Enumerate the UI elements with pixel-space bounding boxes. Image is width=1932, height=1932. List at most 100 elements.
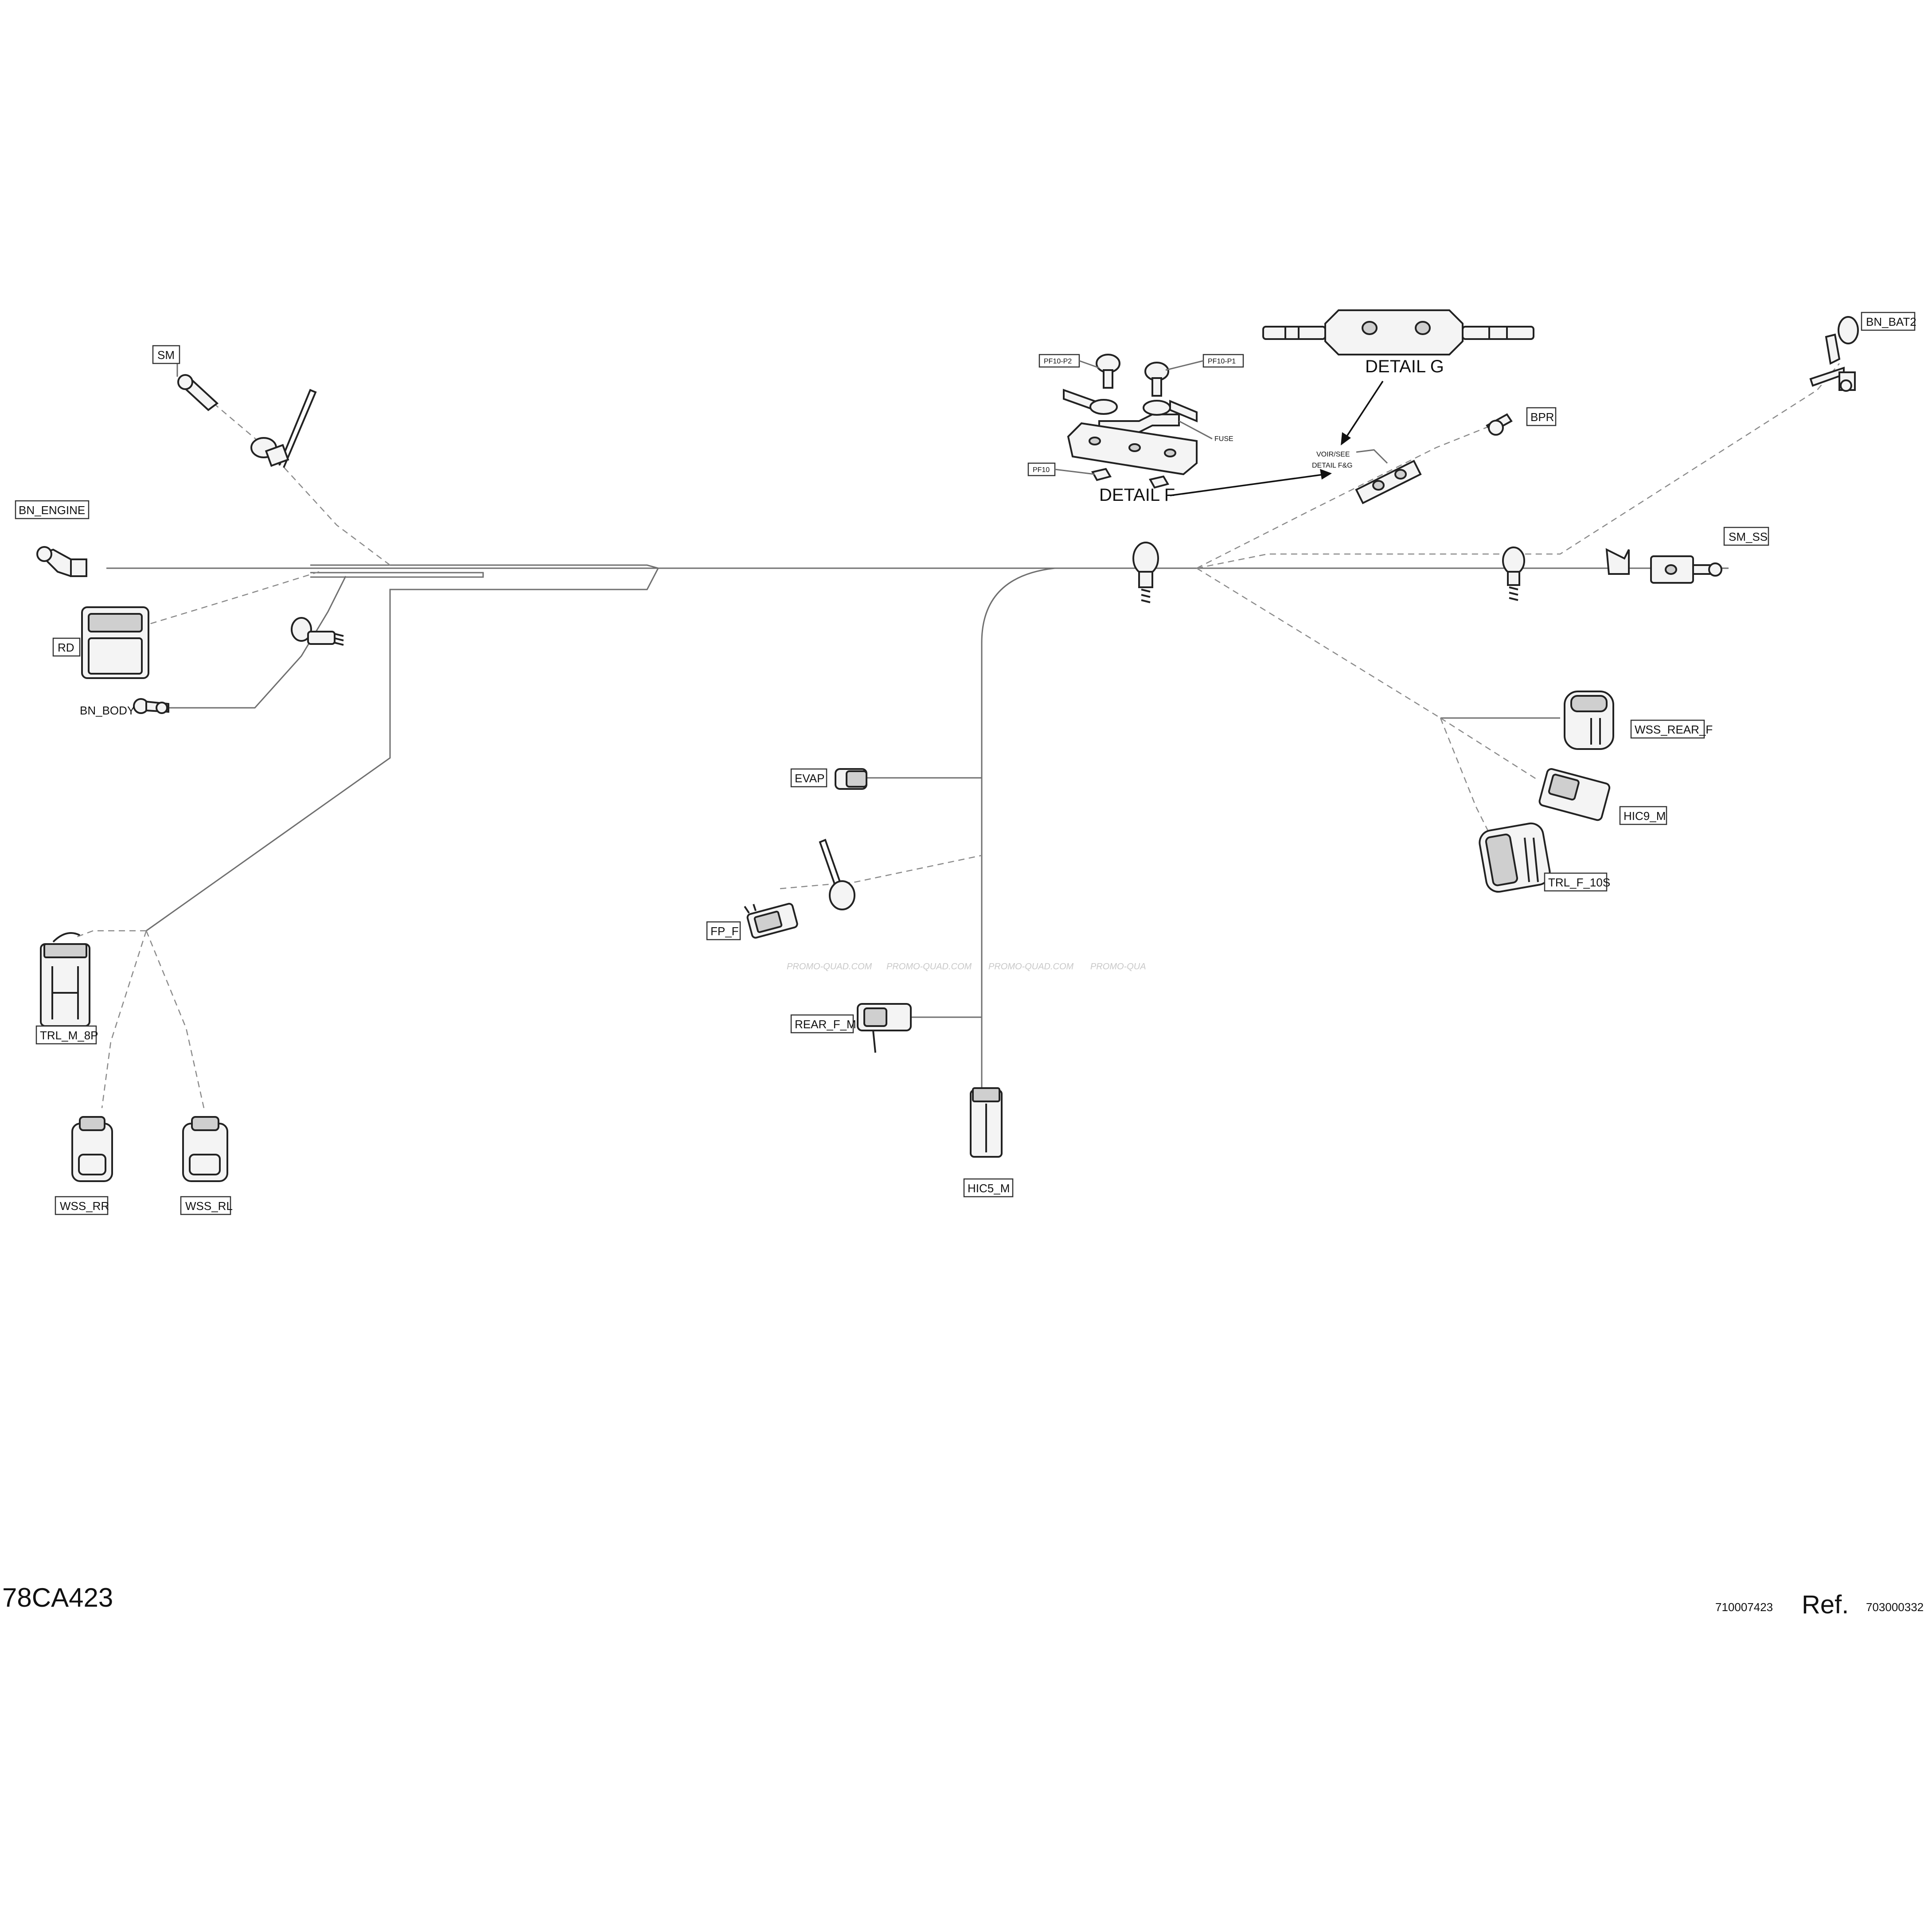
- wss-rr-branch-wire: [101, 930, 147, 1108]
- label-wss-rear-f-text: WSS_REAR_F: [1635, 723, 1713, 736]
- label-bn-engine: BN_ENGINE: [15, 500, 90, 519]
- label-hic5-m-text: HIC5_M: [968, 1182, 1010, 1195]
- label-bn-body: BN_BODY: [80, 704, 135, 717]
- fuse-holder: [1355, 460, 1422, 504]
- drawing-code: 78CA423: [2, 1583, 113, 1612]
- label-evap: EVAP: [790, 768, 827, 788]
- label-sm-ss: SM_SS: [1723, 527, 1769, 546]
- trunk-split-upper: [310, 572, 484, 578]
- detail-f-holder-base: [1067, 422, 1198, 476]
- trunk-ring-clip-left: [1132, 542, 1159, 603]
- trl-m-8p-connector: [40, 932, 90, 1027]
- detail-f-screw-right: [1144, 362, 1169, 397]
- bpr-branch-wire: [1196, 420, 1503, 569]
- sm-cable-tie: [250, 389, 317, 468]
- harness-parts: [36, 316, 1859, 1182]
- wss-rl-branch-wire: [145, 930, 205, 1108]
- label-sm: SM: [152, 345, 180, 377]
- detail-g: DETAIL G: [1262, 309, 1534, 445]
- label-trl-m-8p: TRL_M_8P: [35, 1025, 98, 1045]
- label-trl-f-10s-text: TRL_F_10S: [1548, 876, 1610, 889]
- trl-m-8p-branch-wire: [75, 930, 146, 938]
- bn-body-branch-wire: [168, 576, 347, 709]
- rd-connector: [81, 606, 149, 679]
- hic9-m-connector: [1538, 768, 1611, 821]
- detail-f-terminal-left: [1063, 389, 1118, 415]
- wss-rl-connector: [182, 1116, 228, 1182]
- watermark-3: PROMO-QUAD.COM: [988, 962, 1074, 972]
- trl-f-10s-connector: [1479, 822, 1551, 893]
- label-rd: RD: [52, 637, 81, 657]
- label-bpr-text: BPR: [1530, 410, 1554, 424]
- wss-rr-connector: [71, 1116, 113, 1182]
- hic5-m-connector: [970, 1087, 1003, 1158]
- bn-body-ground-clip: [291, 617, 344, 646]
- label-evap-text: EVAP: [795, 772, 824, 785]
- rear-f-m-connector: [857, 1003, 912, 1053]
- label-wss-rr-text: WSS_RR: [60, 1199, 109, 1213]
- wss-rear-f-connector: [1564, 691, 1614, 750]
- label-fp-f-text: FP_F: [710, 925, 739, 938]
- sm-ss-terminal: [1650, 555, 1722, 584]
- label-bn-bat2: BN_BAT2: [1861, 312, 1916, 331]
- callout-fuse: FUSE: [1179, 420, 1233, 443]
- detail-f-screw-left: [1096, 354, 1120, 389]
- label-wss-rl: WSS_RL: [180, 1196, 233, 1215]
- label-hic9-m-text: HIC9_M: [1624, 809, 1666, 823]
- see-detail-note-line2: DETAIL F&G: [1312, 462, 1353, 469]
- detail-f-title: DETAIL F: [1099, 485, 1175, 505]
- harness-wires: [75, 363, 1840, 1108]
- bpr-ring-terminal: [1486, 413, 1513, 436]
- callout-pf10-p2: PF10-P2: [1038, 354, 1100, 369]
- detail-f-nuts: [1091, 468, 1170, 489]
- part-number: 710007423: [1715, 1600, 1773, 1614]
- label-fp-f: FP_F: [706, 921, 741, 941]
- bn-body-ring-terminal: [133, 698, 169, 714]
- label-rear-f-m-text: REAR_F_M: [795, 1018, 856, 1031]
- trl-f-10s-branch-wire: [1440, 718, 1495, 843]
- see-detail-note-line1: VOIR/SEE: [1316, 451, 1350, 458]
- callout-pf10-p1-text: PF10-P1: [1208, 358, 1236, 365]
- ref-label: Ref.: [1802, 1590, 1849, 1619]
- label-bn-engine-text: BN_ENGINE: [19, 503, 85, 517]
- main-trunk-bundle: [146, 564, 660, 932]
- bn-engine-ring-terminal: [36, 546, 87, 577]
- sm-branch-wire: [208, 398, 390, 566]
- see-detail-note: VOIR/SEE DETAIL F&G: [1312, 449, 1388, 469]
- callout-pf10: PF10: [1027, 462, 1095, 476]
- detail-g-title: DETAIL G: [1365, 357, 1444, 376]
- trunk-ring-clip-right: [1502, 546, 1525, 601]
- central-down-wire: [981, 567, 1055, 1090]
- watermark-4: PROMO-QUA: [1090, 962, 1146, 972]
- rd-branch-wire: [146, 571, 320, 626]
- detail-g-arrow: [1344, 381, 1384, 439]
- fp-f-cable-tie: [819, 839, 855, 910]
- bn-bat2-terminal: [1809, 316, 1859, 392]
- label-wss-rr: WSS_RR: [55, 1196, 109, 1215]
- detail-g-fuse-assembly: [1262, 309, 1534, 355]
- detail-g-arrowhead: [1341, 432, 1351, 445]
- label-rd-text: RD: [58, 641, 74, 654]
- detail-f-fuse-link: [1098, 400, 1198, 433]
- callout-pf10-p1: PF10-P1: [1165, 354, 1244, 371]
- fp-f-branch-wire: [780, 855, 982, 890]
- watermark-2: PROMO-QUAD.COM: [886, 962, 972, 972]
- label-sm-text: SM: [157, 348, 175, 362]
- detail-f: PF10-P2 PF10-P1 FUSE PF10 DETAIL F: [1027, 354, 1332, 505]
- label-hic5-m: HIC5_M: [963, 1178, 1014, 1198]
- watermark-1: PROMO-QUAD.COM: [787, 962, 872, 972]
- callout-pf10-p2-text: PF10-P2: [1044, 358, 1072, 365]
- detail-f-arrow: [1170, 473, 1326, 496]
- label-wss-rear-f: WSS_REAR_F: [1630, 719, 1713, 739]
- fp-f-connector: [744, 903, 798, 939]
- label-trl-f-10s: TRL_F_10S: [1544, 872, 1610, 892]
- detail-f-arrowhead: [1320, 469, 1332, 480]
- right-lower-branch-wire: [1196, 567, 1441, 719]
- ref-number: 703000332: [1866, 1600, 1924, 1614]
- label-bpr: BPR: [1526, 407, 1557, 426]
- label-trl-m-8p-text: TRL_M_8P: [40, 1029, 98, 1042]
- footer: 78CA423 710007423 Ref. 703000332: [2, 1583, 1924, 1619]
- label-wss-rl-text: WSS_RL: [185, 1199, 233, 1213]
- connector-labels: SM BN_ENGINE RD BN_BODY TRL_M_8P WSS_RR …: [15, 312, 1916, 1215]
- trunk-sleeve: [1605, 548, 1630, 575]
